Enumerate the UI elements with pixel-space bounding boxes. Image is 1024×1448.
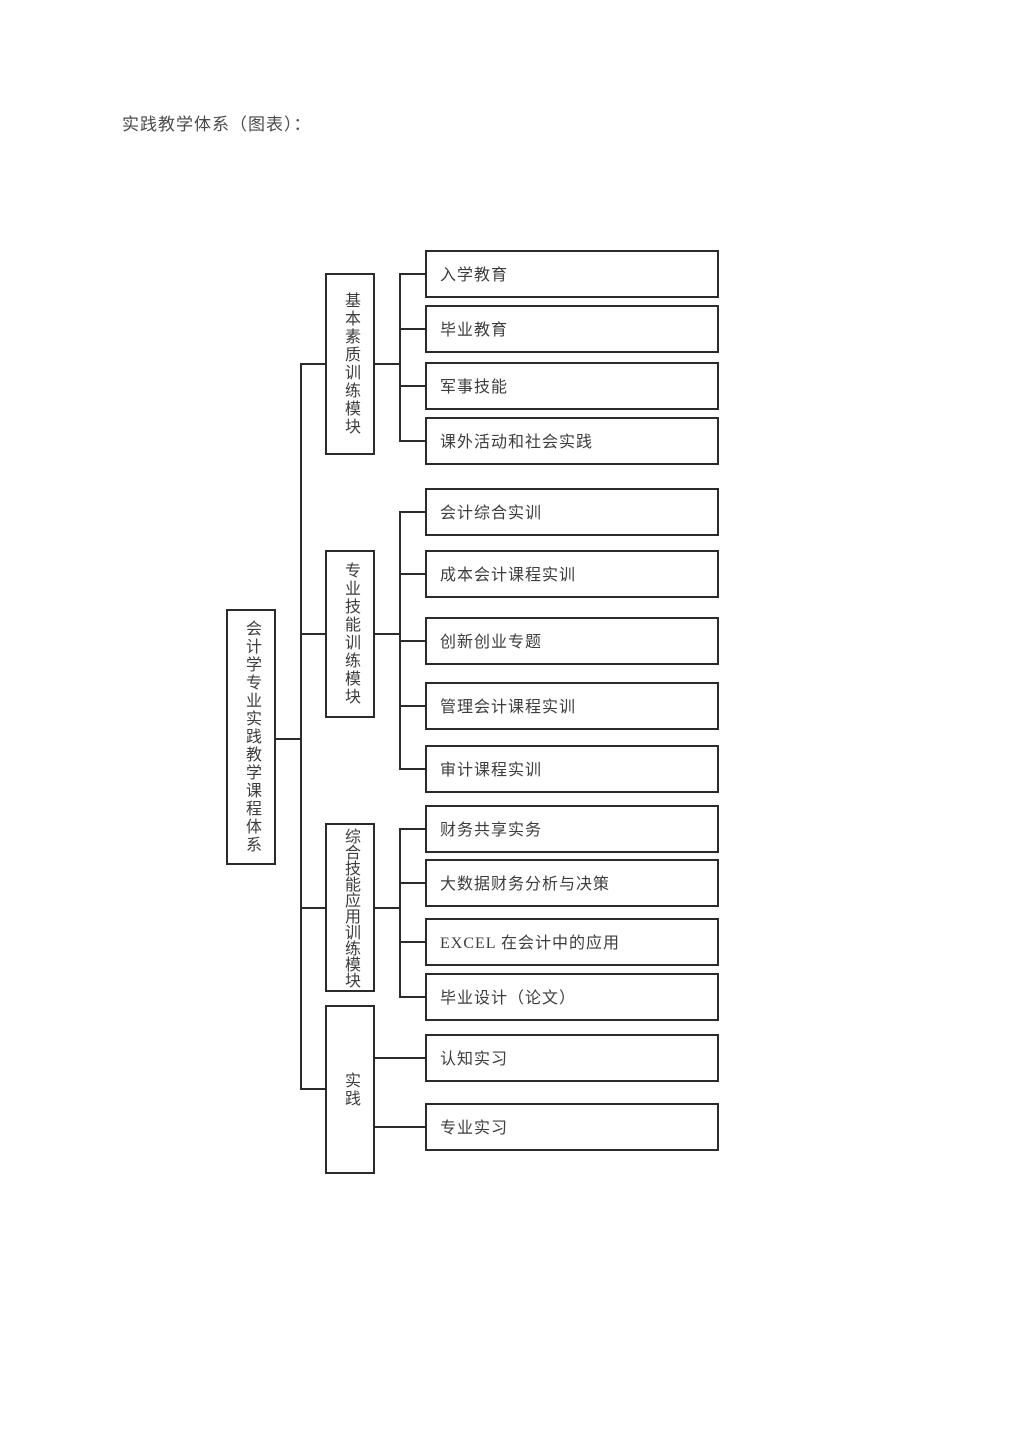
connector-line bbox=[276, 738, 302, 740]
leaf-box: 大数据财务分析与决策 bbox=[425, 859, 719, 907]
leaf-box: 成本会计课程实训 bbox=[425, 550, 719, 598]
connector-line bbox=[399, 640, 425, 642]
connector-line bbox=[375, 1057, 425, 1059]
leaf-label: 管理会计课程实训 bbox=[440, 699, 577, 716]
connector-line bbox=[375, 633, 401, 635]
module-box-basic-quality: 基本素质训练模块 bbox=[325, 273, 375, 455]
leaf-label: 毕业教育 bbox=[440, 322, 509, 339]
connector-line bbox=[300, 1088, 325, 1090]
connector-line bbox=[399, 828, 425, 830]
module-box-comprehensive-skill: 综合技能应用训练模块 bbox=[325, 823, 375, 992]
module-label: 综合技能应用训练模块 bbox=[342, 827, 359, 988]
leaf-box: 入学教育 bbox=[425, 250, 719, 298]
leaf-label: 课外活动和社会实践 bbox=[440, 434, 594, 451]
module-label: 实践 bbox=[342, 1071, 359, 1108]
connector-line bbox=[399, 705, 425, 707]
leaf-box: 认知实习 bbox=[425, 1034, 719, 1082]
connector-line bbox=[399, 768, 425, 770]
connector-line bbox=[399, 273, 425, 275]
connector-line bbox=[399, 882, 425, 884]
connector-line bbox=[399, 996, 425, 998]
module-box-practice: 实践 bbox=[325, 1005, 375, 1174]
module-box-professional-skill: 专业技能训练模块 bbox=[325, 550, 375, 718]
leaf-box: 毕业教育 bbox=[425, 305, 719, 353]
connector-line bbox=[399, 828, 401, 998]
root-label: 会计学专业实践教学课程体系 bbox=[243, 620, 260, 854]
connector-line bbox=[399, 385, 425, 387]
leaf-label: 入学教育 bbox=[440, 267, 509, 284]
leaf-box: 财务共享实务 bbox=[425, 805, 719, 853]
leaf-label: EXCEL 在会计中的应用 bbox=[440, 935, 620, 952]
leaf-label: 大数据财务分析与决策 bbox=[440, 876, 611, 893]
connector-line bbox=[300, 363, 325, 365]
connector-line bbox=[399, 511, 425, 513]
leaf-box: 课外活动和社会实践 bbox=[425, 417, 719, 465]
leaf-box: 审计课程实训 bbox=[425, 745, 719, 793]
leaf-box: EXCEL 在会计中的应用 bbox=[425, 918, 719, 966]
leaf-label: 创新创业专题 bbox=[440, 634, 543, 651]
leaf-label: 成本会计课程实训 bbox=[440, 567, 577, 584]
connector-line bbox=[399, 273, 401, 442]
connector-line bbox=[300, 907, 325, 909]
leaf-label: 审计课程实训 bbox=[440, 762, 543, 779]
connector-line bbox=[300, 633, 325, 635]
page-title: 实践教学体系（图表）： bbox=[122, 115, 312, 134]
connector-line bbox=[399, 440, 425, 442]
leaf-box: 专业实习 bbox=[425, 1103, 719, 1151]
leaf-label: 军事技能 bbox=[440, 379, 509, 396]
leaf-box: 会计综合实训 bbox=[425, 488, 719, 536]
connector-line bbox=[399, 328, 425, 330]
module-label: 基本素质训练模块 bbox=[342, 292, 359, 436]
module-label: 专业技能训练模块 bbox=[342, 562, 359, 706]
leaf-label: 认知实习 bbox=[440, 1051, 509, 1068]
leaf-label: 会计综合实训 bbox=[440, 505, 543, 522]
connector-line bbox=[375, 363, 401, 365]
connector-line bbox=[399, 573, 425, 575]
connector-line bbox=[375, 1126, 425, 1128]
root-box: 会计学专业实践教学课程体系 bbox=[226, 609, 276, 865]
leaf-box: 管理会计课程实训 bbox=[425, 682, 719, 730]
leaf-label: 财务共享实务 bbox=[440, 822, 543, 839]
leaf-box: 军事技能 bbox=[425, 362, 719, 410]
connector-line bbox=[300, 363, 302, 1090]
leaf-label: 毕业设计（论文） bbox=[440, 990, 577, 1007]
leaf-box: 毕业设计（论文） bbox=[425, 973, 719, 1021]
connector-line bbox=[375, 907, 401, 909]
connector-line bbox=[399, 941, 425, 943]
leaf-box: 创新创业专题 bbox=[425, 617, 719, 665]
leaf-label: 专业实习 bbox=[440, 1120, 509, 1137]
